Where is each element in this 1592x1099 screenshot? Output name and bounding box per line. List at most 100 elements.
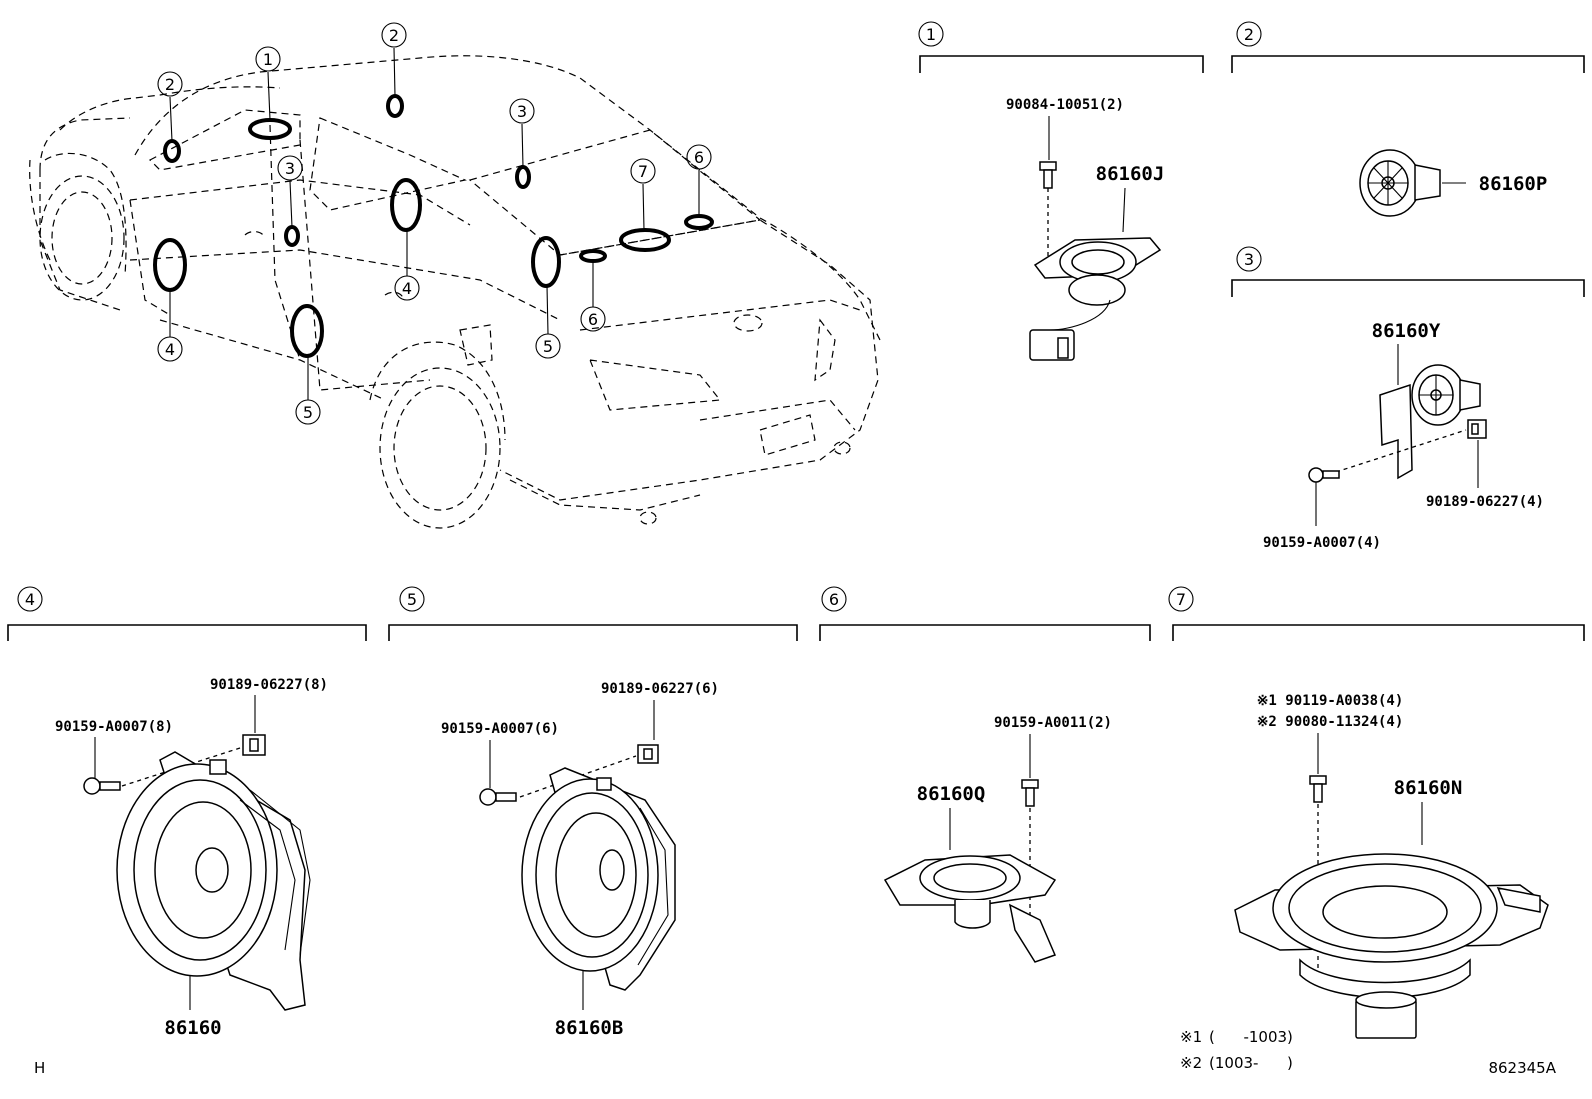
svg-text:6: 6 (829, 590, 839, 609)
svg-text:3: 3 (1244, 250, 1254, 269)
callout-4: 4 (394, 275, 420, 301)
callout-leaders (169, 47, 700, 400)
svg-text:3: 3 (517, 102, 527, 121)
callout-2: 2 (157, 71, 183, 97)
screw-part-number-1: ※1 90119-A0038(4) (1257, 693, 1404, 709)
car-callouts: 1 2 2 3 3 4 4 5 5 6 6 7 (157, 22, 712, 425)
screw-part-number: 90159-A0007(6) (441, 721, 559, 737)
callout-2: 2 (381, 22, 407, 48)
speaker-part-number: 86160Y (1372, 320, 1441, 342)
speaker-icon (1029, 237, 1162, 361)
callout-1: 1 (255, 46, 281, 72)
speaker-icon (521, 767, 676, 991)
section-5-header: 5 (388, 586, 798, 641)
svg-text:1: 1 (263, 50, 273, 69)
svg-text:4: 4 (25, 590, 35, 609)
section-4-header: 4 (7, 586, 367, 641)
svg-text:5: 5 (303, 403, 313, 422)
section-3-header: 3 (1231, 246, 1585, 297)
screw-icon (479, 788, 517, 806)
svg-text:3: 3 (285, 159, 295, 178)
speaker-icon (116, 751, 311, 1011)
speaker-part-number: 86160Q (917, 783, 986, 805)
svg-text:1: 1 (926, 25, 936, 44)
svg-text:5: 5 (407, 590, 417, 609)
screw-icon (1021, 779, 1039, 807)
location-ring (163, 139, 181, 163)
svg-text:7: 7 (1176, 590, 1186, 609)
svg-text:2: 2 (389, 26, 399, 45)
location-ring (386, 94, 404, 118)
callout-3: 3 (277, 155, 303, 181)
section-4-speaker: 90189-06227(8) 90159-A0007(8) 86160 (55, 677, 328, 1039)
location-ring (290, 304, 324, 358)
section-6-header: 6 (819, 586, 1151, 641)
speaker-part-number: 86160B (555, 1017, 624, 1039)
svg-text:5: 5 (543, 337, 553, 356)
speaker-icon (1411, 364, 1481, 426)
location-ring (515, 165, 531, 189)
clip-part-number: 90189-06227(8) (210, 677, 328, 693)
screw-icon (1309, 775, 1327, 803)
callout-6: 6 (686, 144, 712, 170)
speaker-icon (883, 854, 1057, 963)
location-ring (284, 225, 300, 247)
callout-6: 6 (580, 306, 606, 332)
location-ring (619, 228, 671, 252)
svg-text:6: 6 (694, 148, 704, 167)
speaker-icon (1234, 853, 1549, 1039)
bolt-part-number: 90084-10051(2) (1006, 97, 1124, 113)
svg-text:6: 6 (588, 310, 598, 329)
footnotes: ※1 ( -1003) ※2 (1003- ) H 862345A (34, 1028, 1557, 1077)
screw-part-number: 90159-A0007(4) (1263, 535, 1381, 551)
clip-icon (637, 744, 659, 764)
speaker-part-number: 86160N (1394, 777, 1463, 799)
section-1-tweeter: 90084-10051(2) 86160J (1006, 97, 1165, 361)
screw-icon (1308, 467, 1340, 483)
svg-text:4: 4 (402, 279, 412, 298)
speaker-part-number: 86160J (1096, 163, 1165, 185)
speaker-icon (1359, 149, 1441, 217)
section-2-header: 2 (1231, 21, 1585, 73)
screw-part-number: 90159-A0011(2) (994, 715, 1112, 731)
location-ring (579, 249, 607, 263)
screw-part-number-2: ※2 90080-11324(4) (1257, 714, 1404, 730)
location-ring (531, 236, 561, 288)
note-2-text: (1003- ) (1209, 1054, 1293, 1072)
svg-text:7: 7 (638, 162, 648, 181)
section-headers: 1 2 3 4 5 6 7 (7, 21, 1585, 641)
section-5-speaker: 90189-06227(6) 90159-A0007(6) 86160B (441, 681, 719, 1039)
car-illustration (29, 55, 881, 529)
note-1-text: ( -1003) (1209, 1028, 1293, 1046)
callout-5: 5 (535, 333, 561, 359)
note-2-mark: ※2 (1180, 1054, 1202, 1072)
bolt-icon (1039, 161, 1057, 265)
section-2-tweeter: 86160P (1359, 149, 1548, 217)
corner-mark: H (34, 1059, 45, 1077)
screw-icon (83, 777, 121, 795)
figure-code: 862345A (1488, 1059, 1556, 1077)
speaker-part-number: 86160P (1479, 173, 1548, 195)
svg-text:2: 2 (1244, 25, 1254, 44)
section-7-speaker: ※1 90119-A0038(4) ※2 90080-11324(4) 8616… (1234, 693, 1549, 1039)
clip-icon (1467, 419, 1487, 439)
svg-text:2: 2 (165, 75, 175, 94)
callout-7: 7 (630, 158, 656, 184)
clip-part-number: 90189-06227(4) (1426, 494, 1544, 510)
callout-4: 4 (157, 336, 183, 362)
callout-5: 5 (295, 399, 321, 425)
note-1-mark: ※1 (1180, 1028, 1202, 1046)
svg-text:4: 4 (165, 340, 175, 359)
speaker-locations (153, 94, 714, 358)
location-ring (153, 238, 187, 292)
clip-part-number: 90189-06227(6) (601, 681, 719, 697)
callout-3: 3 (509, 98, 535, 124)
bracket-icon (1379, 383, 1413, 480)
location-ring (390, 178, 422, 232)
section-1-header: 1 (918, 21, 1204, 73)
section-6-speaker: 90159-A0011(2) 86160Q (883, 715, 1112, 963)
section-7-header: 7 (1168, 586, 1585, 641)
screw-part-number: 90159-A0007(8) (55, 719, 173, 735)
speaker-part-number: 86160 (164, 1017, 221, 1039)
section-3-tweeter: 86160Y 90189-06227(4) 90159-A0007(4) (1263, 320, 1544, 551)
